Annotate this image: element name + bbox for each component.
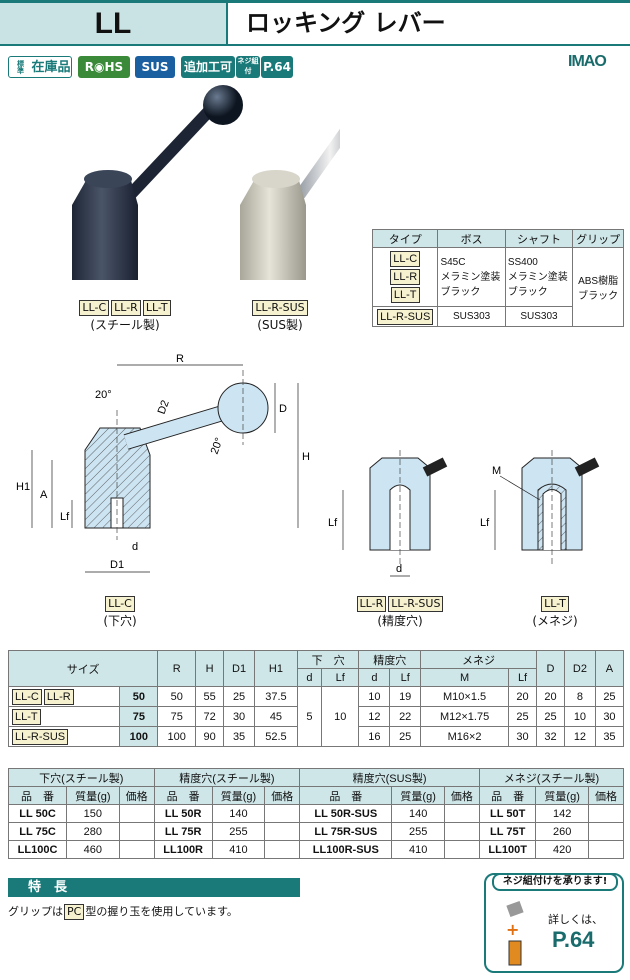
- svg-text:d: d: [132, 541, 138, 553]
- svg-text:20°: 20°: [95, 389, 112, 401]
- brand-logo: IMAO: [568, 53, 607, 70]
- extra-badge: 追加工可: [181, 56, 235, 78]
- precision-hole-view: Lf d: [328, 450, 448, 577]
- product-name: ロッキング レバー: [246, 9, 446, 37]
- svg-text:Lf: Lf: [480, 517, 490, 529]
- screw-icon: +: [506, 900, 524, 966]
- svg-text:R: R: [176, 353, 184, 365]
- svg-text:A: A: [40, 489, 48, 501]
- tapped-hole-view: Lf M: [480, 450, 600, 565]
- svg-text:+: +: [506, 920, 519, 939]
- svg-text:Lf: Lf: [60, 511, 70, 523]
- sus-lever-photo: [240, 128, 340, 280]
- product-code: LL: [0, 3, 228, 44]
- callout-detail: 詳しくは、: [548, 913, 603, 926]
- callout-page[interactable]: P.64: [552, 927, 595, 952]
- steel-lever-photo: [72, 85, 243, 280]
- callout-title: ネジ組付けを承ります!: [492, 873, 618, 891]
- features-heading: 特 長: [8, 878, 300, 897]
- svg-text:H1: H1: [16, 481, 30, 493]
- technical-drawing: R H D H1 A Lf d D1 D2 20° 20° Lf d Lf: [16, 353, 600, 577]
- drawing-caption-t: LL-T (メネジ): [532, 596, 578, 628]
- side-view: R H D H1 A Lf d D1 D2 20° 20°: [16, 353, 310, 573]
- assembly-callout: ネジ組付けを承ります! + 詳しくは、 P.64: [484, 873, 624, 973]
- svg-text:20°: 20°: [209, 436, 226, 456]
- material-table: タイプ ボス シャフト グリップ LL-C LL-R LL-T S45C メラミ…: [371, 229, 624, 327]
- svg-text:H: H: [302, 451, 310, 463]
- svg-text:M: M: [492, 465, 501, 477]
- spec-table: サイズ R H D1 H1 下 穴 精度穴 メネジ D D2 A d Lf d …: [7, 650, 625, 747]
- page-badge: P.64: [261, 56, 293, 78]
- svg-text:D: D: [279, 403, 287, 415]
- stock-badge: 標準在庫品: [8, 56, 72, 78]
- parts-table: 下穴(スチール製) 精度穴(スチール製) 精度穴(SUS製) メネジ(スチール製…: [7, 768, 625, 859]
- svg-text:D1: D1: [110, 559, 124, 571]
- product-photos: [72, 85, 340, 280]
- neji-badge: ネジ組付: [236, 56, 260, 78]
- sus-badge: SUS: [135, 56, 175, 78]
- sus-caption: LL-R-SUS (SUS製): [225, 300, 335, 333]
- rohs-badge: R◉HS: [78, 56, 130, 78]
- svg-text:Lf: Lf: [328, 517, 338, 529]
- drawing-caption-c: LL-C (下穴): [103, 596, 137, 628]
- title-bar: LL ロッキング レバー: [0, 0, 630, 46]
- svg-text:d: d: [396, 563, 402, 575]
- svg-text:D2: D2: [156, 399, 172, 416]
